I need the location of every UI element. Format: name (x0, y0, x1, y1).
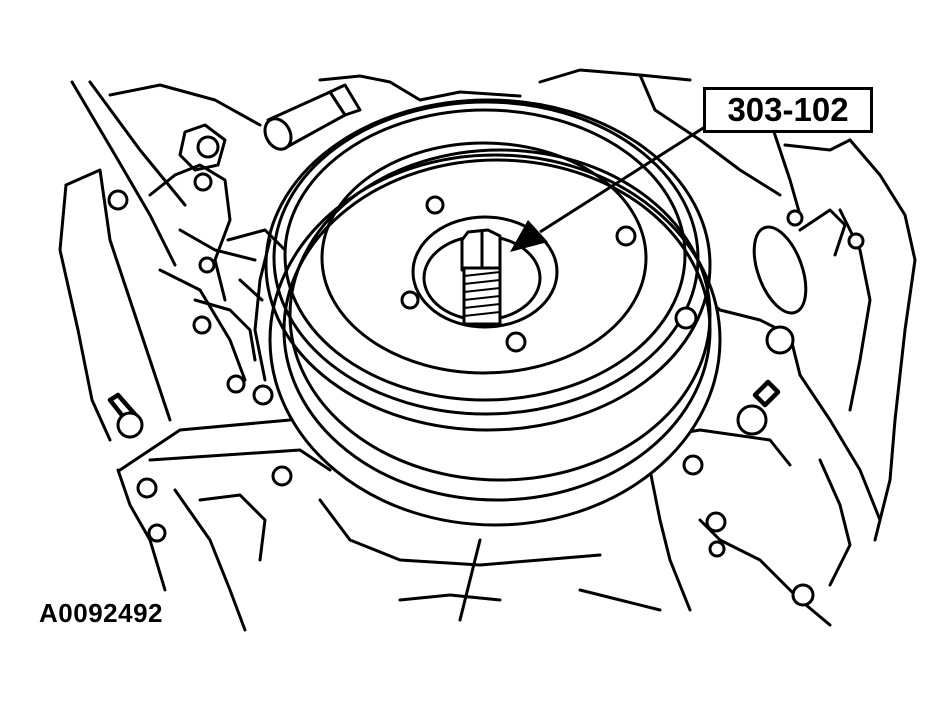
coolant-hose-fitting (263, 83, 362, 151)
tool-number-callout: 303-102 (703, 87, 873, 133)
figure-identifier: A0092492 (39, 598, 163, 628)
special-tool-screw (460, 228, 502, 326)
left-bolts (107, 172, 246, 439)
right-components (736, 208, 865, 436)
left-manifold (148, 123, 287, 406)
arrow-pointer-icon (510, 123, 709, 252)
tool-number-label: 303-102 (727, 91, 849, 128)
engine-block-outline (58, 68, 917, 587)
